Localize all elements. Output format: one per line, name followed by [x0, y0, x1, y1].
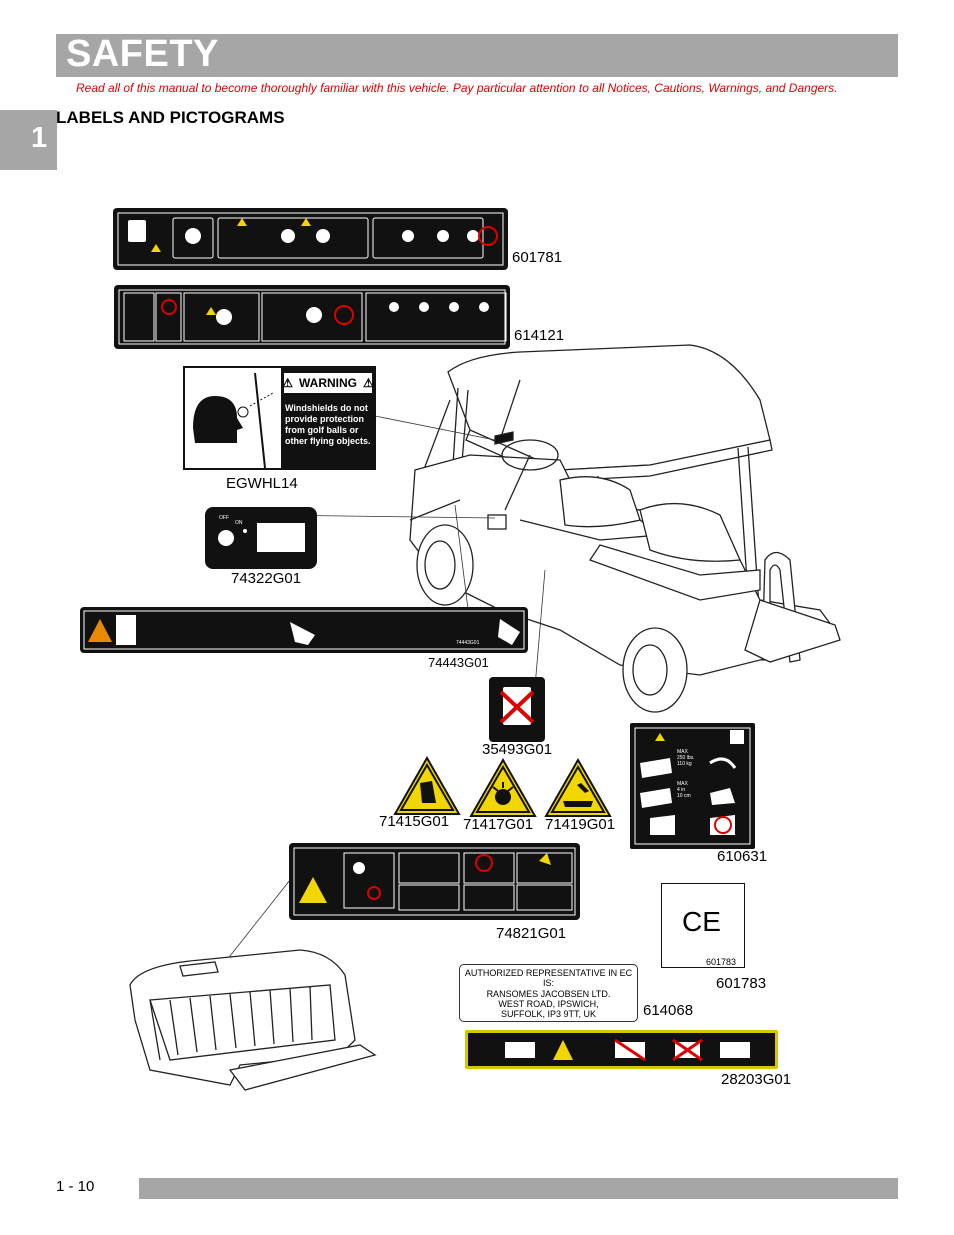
label-35493g01	[489, 677, 545, 742]
label-601781	[113, 208, 508, 270]
intro-text: Read all of this manual to become thorou…	[76, 81, 838, 95]
label-74322g01: OFF ON	[205, 507, 317, 569]
page-number: 1 - 10	[56, 1178, 95, 1195]
part-number-74322g01: 74322G01	[231, 570, 302, 587]
part-number-74443g01: 74443G01	[428, 655, 489, 670]
page-title: SAFETY	[66, 33, 219, 75]
explosion-warning-icon	[469, 757, 537, 817]
ce-mark: CE	[682, 906, 721, 937]
label-614068: AUTHORIZED REPRESENTATIVE IN EC IS: RANS…	[459, 964, 638, 1022]
chapter-number: 1	[31, 122, 48, 154]
label-601783: CE 601783	[661, 883, 745, 968]
part-number-610631: 610631	[717, 848, 768, 865]
part-number-71417g01: 71417G01	[463, 816, 534, 833]
part-number-35493g01: 35493G01	[482, 741, 553, 758]
part-number-71415g01: 71415G01	[379, 813, 450, 830]
part-number-egwhl14: EGWHL14	[226, 475, 298, 492]
ec-line-2: RANSOMES JACOBSEN LTD.	[486, 989, 611, 999]
warning-triangle-icon: ⚠	[282, 376, 293, 390]
part-number-28203g01: 28203G01	[721, 1071, 792, 1088]
part-number-614121: 614121	[514, 327, 565, 344]
warning-triangle-icon: ⚠	[363, 376, 374, 390]
hand-hazard-warning-icon	[393, 755, 461, 815]
header-bar	[56, 34, 898, 77]
label-code: 601783	[706, 957, 737, 967]
acid-burn-warning-icon	[544, 757, 612, 817]
part-number-74821g01: 74821G01	[496, 925, 567, 942]
ec-line-3: WEST ROAD, IPSWICH,	[498, 999, 599, 1009]
ec-line-4: SUFFOLK, IP3 9TT, UK	[500, 1009, 597, 1019]
label-74443g01: 74443G01	[80, 607, 528, 653]
part-number-614068: 614068	[643, 1002, 694, 1019]
on-label: ON	[235, 520, 243, 526]
part-number-601781: 601781	[512, 249, 563, 266]
off-label: OFF	[219, 515, 229, 521]
part-number-71419g01: 71419G01	[545, 816, 616, 833]
section-title: LABELS AND PICTOGRAMS	[56, 108, 285, 127]
chapter-tab	[0, 110, 57, 170]
ec-line-1: AUTHORIZED REPRESENTATIVE IN EC IS:	[464, 968, 633, 988]
label-28203g01	[465, 1030, 778, 1069]
warning-word: WARNING	[299, 376, 357, 390]
warning-text: Windshields do not provide protection fr…	[285, 403, 371, 446]
label-74821g01	[289, 843, 580, 920]
footer-bar	[139, 1178, 898, 1199]
part-number-601783: 601783	[716, 975, 767, 992]
label-egwhl14: ⚠ WARNING ⚠ Windshields do not provide p…	[183, 366, 376, 470]
label-code: 74443G01	[456, 640, 480, 646]
warning-header: ⚠ WARNING ⚠	[282, 373, 374, 393]
label-614121	[114, 285, 510, 349]
